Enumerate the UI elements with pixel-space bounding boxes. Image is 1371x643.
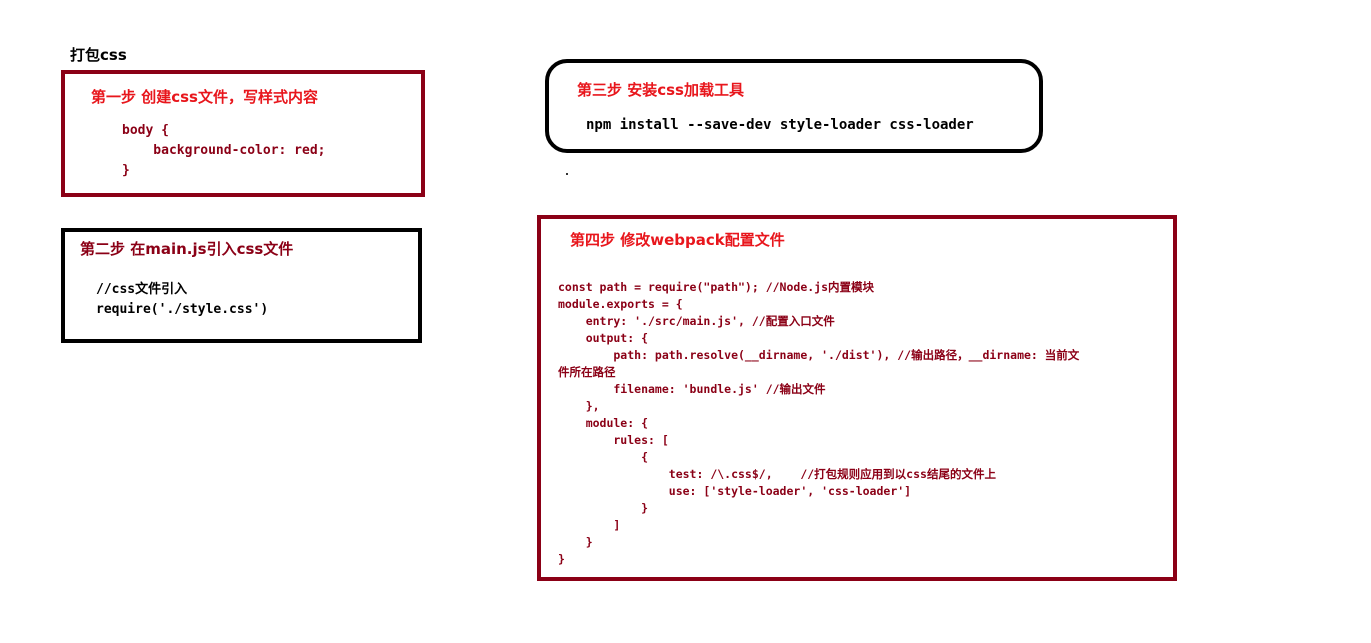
step4-title: 第四步 修改webpack配置文件 <box>570 231 785 249</box>
step1-title: 第一步 创建css文件，写样式内容 <box>91 88 318 106</box>
page-title: 打包css <box>70 46 127 64</box>
step3-title: 第三步 安装css加载工具 <box>577 81 744 99</box>
step1-code: body { background-color: red; } <box>122 123 326 178</box>
step4-code: const path = require("path"); //Node.js内… <box>558 280 1080 566</box>
step2-title: 第二步 在main.js引入css文件 <box>80 240 294 258</box>
step1-box: 第一步 创建css文件，写样式内容 body { background-colo… <box>61 70 425 197</box>
stray-dot <box>566 173 568 175</box>
step3-command: npm install --save-dev style-loader css-… <box>586 117 974 133</box>
step3-box: 第三步 安装css加载工具 npm install --save-dev sty… <box>545 59 1043 153</box>
step4-box: 第四步 修改webpack配置文件 const path = require("… <box>537 215 1177 581</box>
step2-code: //css文件引入 require('./style.css') <box>96 282 269 317</box>
step2-box: 第二步 在main.js引入css文件 //css文件引入 require('.… <box>61 228 422 343</box>
